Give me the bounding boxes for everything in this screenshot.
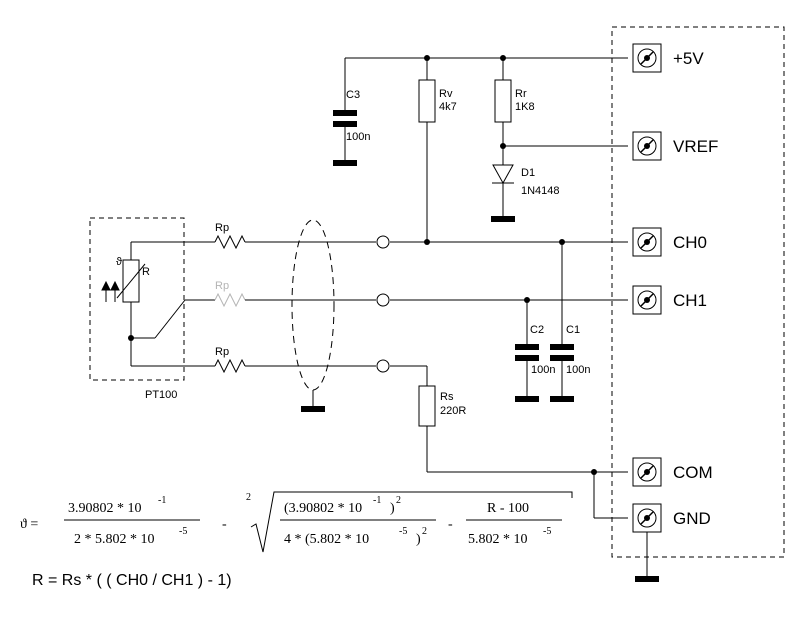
terminal-ring-ch0: [376, 235, 390, 249]
rr-value: 1K8: [515, 101, 535, 113]
terminal-ring-ch1: [376, 293, 390, 307]
c1-name: C1: [566, 324, 580, 336]
wire-com: [131, 358, 628, 473]
rail-5v: [344, 57, 628, 110]
terminal-vref-label: VREF: [673, 137, 718, 156]
c2-value: 100n: [531, 364, 555, 376]
formula-rden-b: ): [416, 532, 421, 547]
formula-rden-a: 4 * (5.802 * 10: [284, 532, 369, 547]
sensor-name: R: [142, 266, 150, 278]
junction-vref: [500, 143, 506, 149]
terminal-ring-com: [376, 359, 390, 373]
terminal-gnd[interactable]: [632, 503, 662, 533]
formula-rden-a-exp: -5: [399, 526, 407, 537]
terminal-5v-label: +5V: [673, 49, 704, 68]
capacitor-c3: [333, 110, 357, 166]
formula-den1-exp: -5: [179, 526, 187, 537]
cable-shield: [291, 219, 335, 391]
formula-num1-exp: -1: [158, 495, 166, 506]
sensor-resistor: [116, 242, 146, 366]
terminal-ch0-label: CH0: [673, 233, 707, 252]
resistor-rr: [494, 79, 628, 165]
pt100-box: [89, 217, 185, 381]
formula-den2: 5.802 * 10: [468, 532, 528, 547]
rr-name: Rr: [515, 88, 527, 100]
connector-box: [611, 26, 785, 558]
sensor-symbol: ϑ: [116, 256, 122, 268]
formula-rnum-a-exp: -1: [373, 495, 381, 506]
junction-com: [591, 469, 597, 475]
rv-name: Rv: [439, 88, 453, 100]
resistance-formula: R = Rs * ( ( CH0 / CH1 ) - 1): [32, 572, 232, 589]
rp-top-label: Rp: [215, 222, 229, 234]
diode-d1: [491, 164, 515, 222]
d1-value: 1N4148: [521, 185, 560, 197]
junction-5v-rv: [424, 55, 430, 61]
terminal-ch1-label: CH1: [673, 291, 707, 310]
terminal-vref[interactable]: [632, 131, 662, 161]
formula-num2: R - 100: [487, 501, 529, 516]
wire-ch1: [131, 292, 628, 339]
gnd-symbol: [635, 576, 659, 582]
terminal-ch0[interactable]: [632, 227, 662, 257]
c3-value: 100n: [346, 131, 370, 143]
formula-den1: 2 * 5.802 * 10: [74, 532, 155, 547]
capacitor-c2: [515, 300, 539, 402]
resistor-rv: [418, 79, 436, 242]
wire-com-gnd: [593, 472, 648, 576]
formula-den2-exp: -5: [543, 526, 551, 537]
formula-rnum-b-exp: 2: [396, 495, 401, 506]
formula-rden-b-exp: 2: [422, 526, 427, 537]
rs-name: Rs: [440, 391, 454, 403]
d1-name: D1: [521, 167, 535, 179]
temperature-formula: ϑ = 3.90802 * 10 -1 2 * 5.802 * 10 -5 - …: [20, 491, 573, 553]
terminal-5v[interactable]: [632, 43, 662, 73]
rp-bot-label: Rp: [215, 346, 229, 358]
formula-lhs: ϑ =: [20, 517, 38, 532]
formula-minus2: -: [448, 517, 453, 532]
junction-ch0-rv: [424, 239, 430, 245]
formula-rnum-a: (3.90802 * 10: [284, 501, 362, 516]
terminal-gnd-label: GND: [673, 509, 711, 528]
junction-5v-rr: [500, 55, 506, 61]
terminal-com[interactable]: [632, 457, 662, 487]
rv-value: 4k7: [439, 101, 457, 113]
formula-num1: 3.90802 * 10: [68, 501, 142, 516]
rp-mid-label: Rp: [215, 280, 229, 292]
rs-value: 220R: [440, 405, 466, 417]
resistor-rs: [418, 385, 436, 427]
pt100-label: PT100: [145, 389, 177, 401]
c3-name: C3: [346, 89, 360, 101]
terminal-com-label: COM: [673, 463, 713, 482]
terminal-ch1[interactable]: [632, 285, 662, 315]
shield-ground-symbol: [301, 406, 325, 412]
formula-root-index: 2: [246, 492, 251, 503]
formula-root-sign: [250, 491, 573, 553]
formula-rnum-b: ): [390, 501, 395, 516]
c1-value: 100n: [566, 364, 590, 376]
c2-name: C2: [530, 324, 544, 336]
formula-minus: -: [222, 517, 227, 532]
capacitor-c1: [550, 242, 574, 402]
heat-arrows-icon: [101, 280, 120, 302]
